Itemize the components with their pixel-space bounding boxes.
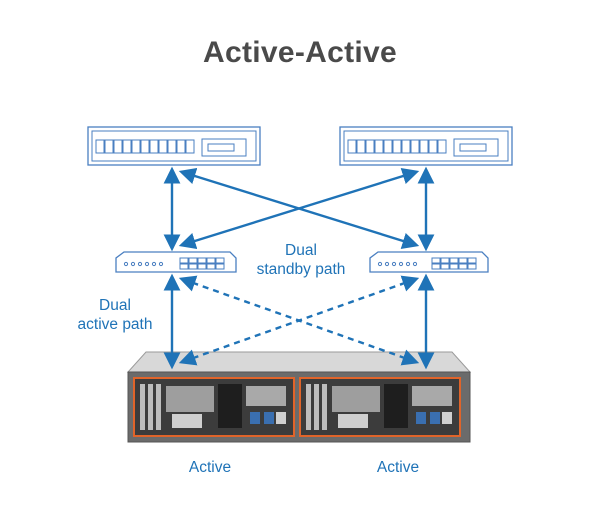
controller-b-label: Active (376, 459, 420, 476)
host-server-left (87, 126, 261, 166)
active-label-line1: Dual (99, 297, 131, 314)
diagram-title: Active-Active (203, 36, 397, 69)
switch-right (369, 251, 489, 273)
storage-chassis (126, 351, 472, 443)
active-label-line2: active path (77, 316, 153, 333)
standby-path-right-to-left (178, 275, 420, 366)
controller-left (133, 377, 295, 437)
active-path-label: Dual active path (60, 296, 170, 334)
host-server-right (339, 126, 513, 166)
controller-right (299, 377, 461, 437)
switch-left (115, 251, 237, 273)
standby-path-label: Dual standby path (246, 241, 356, 279)
standby-label-line1: Dual (285, 242, 317, 259)
link-hostR-switchL (178, 167, 420, 250)
controller-a-label: Active (188, 459, 232, 476)
standby-label-line2: standby path (256, 261, 346, 278)
